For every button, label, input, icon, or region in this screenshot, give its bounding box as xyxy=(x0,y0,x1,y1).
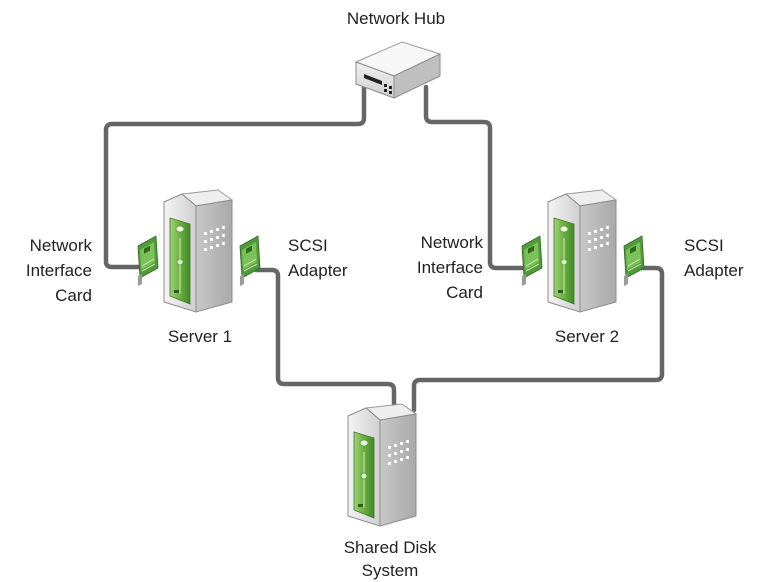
hub-label: Network Hub xyxy=(347,9,445,28)
server1-tower-icon xyxy=(163,189,233,313)
network-hub-icon xyxy=(354,41,442,99)
nic2-label-line2: Interface xyxy=(417,258,483,277)
scsi2-label-line2: Adapter xyxy=(684,261,744,280)
scsi2-label-line1: SCSI xyxy=(684,236,724,255)
nic1-card-icon xyxy=(137,235,159,287)
nic1-label-line1: Network xyxy=(30,236,93,255)
nic1-label-line3: Card xyxy=(55,286,92,305)
shared-disk-tower-icon xyxy=(347,403,417,527)
scsi1-label-line2: Adapter xyxy=(288,261,348,280)
cable-server2-to-shared xyxy=(411,265,665,413)
server2-group xyxy=(521,189,645,313)
shared-disk-label-line2: System xyxy=(362,561,419,580)
nic2-card-icon xyxy=(521,235,543,287)
cable-hub-to-server1 xyxy=(103,84,367,270)
server2-label: Server 2 xyxy=(555,327,619,346)
server1-label: Server 1 xyxy=(168,327,232,346)
scsi2-card-icon xyxy=(623,235,645,287)
cables xyxy=(103,84,665,413)
nic2-label-line1: Network xyxy=(421,233,484,252)
nic2-label-line3: Card xyxy=(446,283,483,302)
shared-disk-label-line1: Shared Disk xyxy=(344,538,437,557)
scsi1-card-icon xyxy=(239,235,261,287)
nic1-label-line2: Interface xyxy=(26,261,92,280)
server2-tower-icon xyxy=(547,189,617,313)
cable-hub-to-server2 xyxy=(423,84,531,271)
cable-server1-to-shared xyxy=(253,267,397,413)
scsi1-label-line1: SCSI xyxy=(288,236,328,255)
server1-group xyxy=(137,189,261,313)
